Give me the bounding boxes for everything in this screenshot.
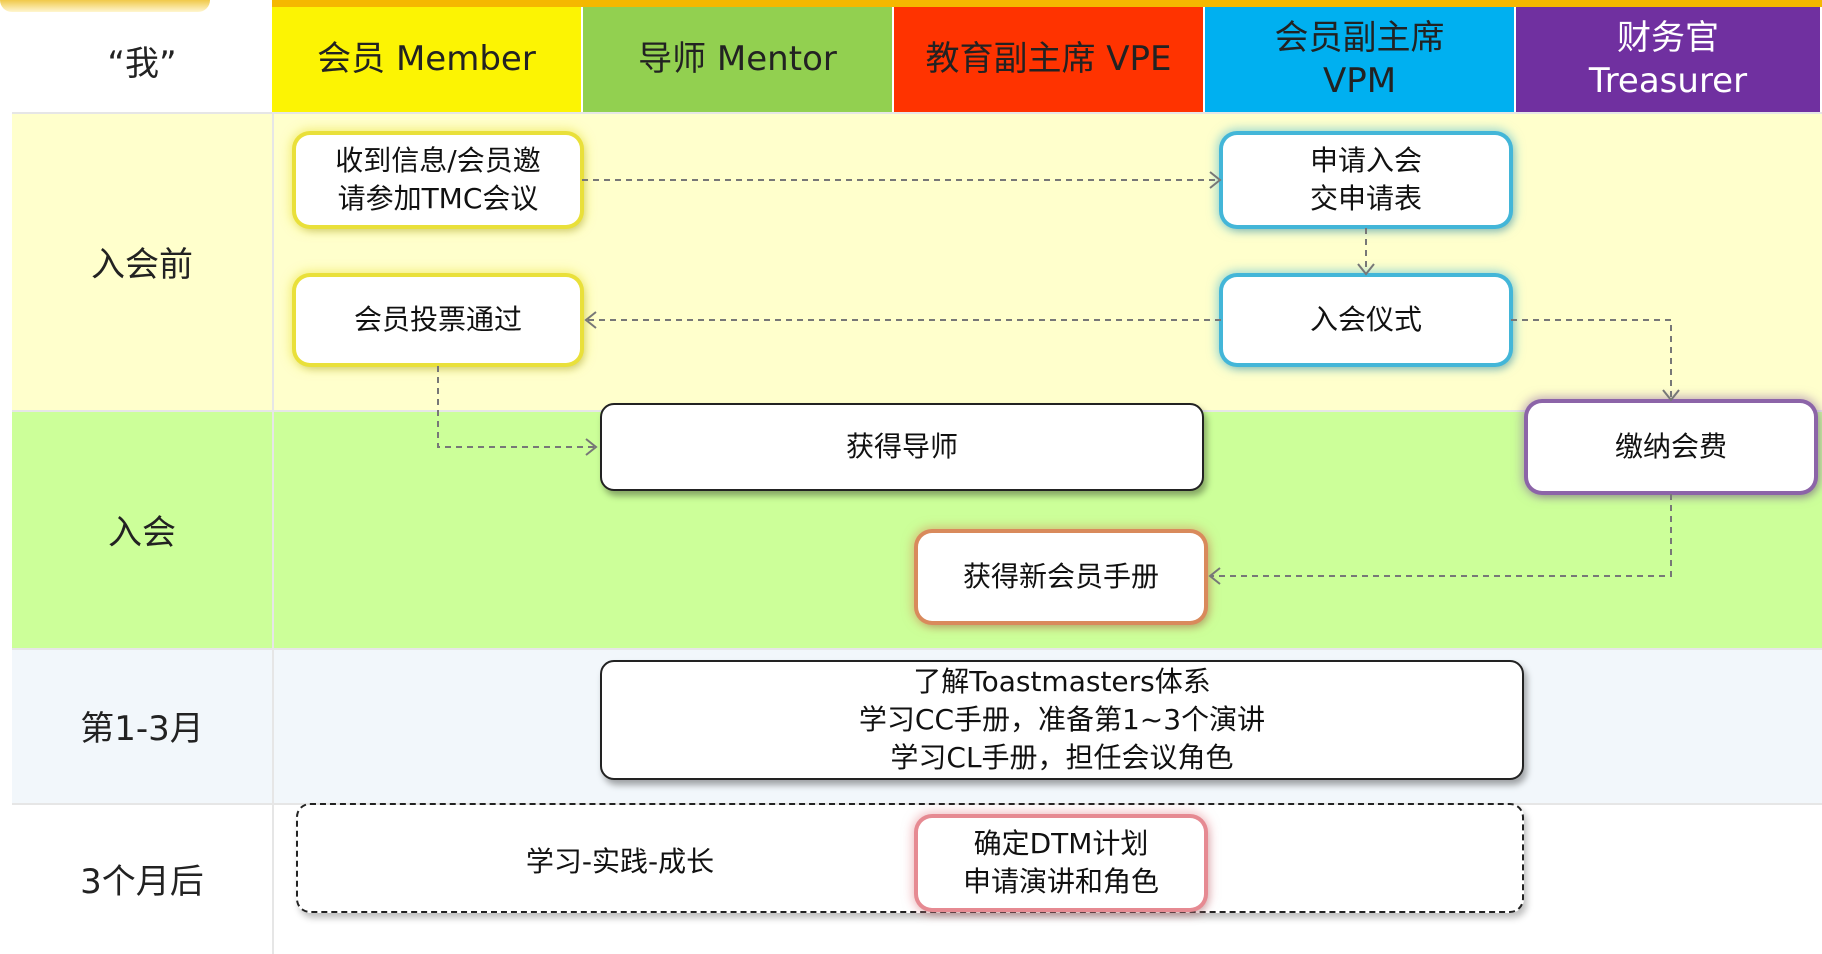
corner-decoration — [0, 0, 210, 12]
column-header-member: 会员 Member — [272, 7, 583, 112]
column-header-mentor: 导师 Mentor — [583, 7, 894, 112]
row-label-months-1-3: 第1-3月 — [80, 709, 204, 749]
row-band-after-3-months — [12, 803, 1822, 954]
row-label-after-3-months: 3个月后 — [80, 862, 204, 902]
box-pay-fee: 缴纳会费 — [1528, 403, 1814, 491]
label-column-divider — [272, 112, 274, 954]
box-learn-practice-grow — [296, 803, 1524, 913]
box-learn-toastmasters: 了解Toastmasters体系 学习CC手册，准备第1~3个演讲 学习CL手册… — [600, 660, 1524, 780]
box-member-vote: 会员投票通过 — [296, 277, 580, 363]
row-label-before-joining: 入会前 — [91, 244, 193, 285]
box-new-member-handbook: 获得新会员手册 — [918, 533, 1204, 621]
box-induction-ceremony: 入会仪式 — [1223, 277, 1509, 363]
column-header-vpe: 教育副主席 VPE — [894, 7, 1205, 112]
column-header-vpm: 会员副主席 VPM — [1205, 7, 1516, 112]
label-learn-practice-grow: 学习-实践-成长 — [525, 845, 715, 878]
box-receive-invite: 收到信息/会员邀 请参加TMC会议 — [296, 135, 580, 225]
top-accent-bar — [272, 0, 1822, 7]
box-get-mentor: 获得导师 — [600, 403, 1204, 491]
row-label-joining: 入会 — [108, 512, 176, 553]
row-band-before-joining — [12, 112, 1822, 410]
box-apply-membership: 申请入会 交申请表 — [1223, 135, 1509, 225]
column-header-treasurer: 财务官 Treasurer — [1516, 7, 1822, 112]
corner-label: “我” — [107, 43, 177, 84]
box-dtm-plan: 确定DTM计划 申请演讲和角色 — [918, 818, 1204, 908]
